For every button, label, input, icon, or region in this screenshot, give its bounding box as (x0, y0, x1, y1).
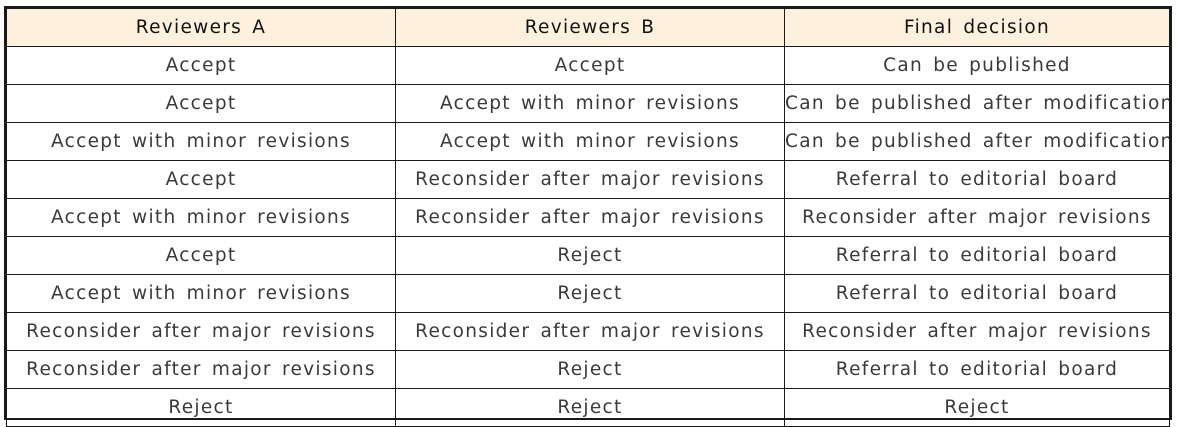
cell-reviewer-b: Accept with minor revisions (395, 84, 785, 123)
table-row: Reject Reject Reject (6, 388, 1170, 427)
table-body: Accept Accept Can be published Accept Ac… (6, 46, 1170, 427)
cell-reviewer-b: Reconsider after major revisions (395, 160, 785, 199)
cell-reviewer-a: Accept (6, 84, 396, 123)
cell-final-decision: Reconsider after major revisions (784, 198, 1170, 237)
review-decision-table: Reviewers A Reviewers B Final decision A… (6, 8, 1170, 427)
table-row: Accept Accept with minor revisions Can b… (6, 84, 1170, 123)
cell-reviewer-b: Reject (395, 388, 785, 427)
cell-final-decision: Can be published after modification (784, 84, 1170, 123)
table-row: Accept Accept Can be published (6, 46, 1170, 85)
cell-reviewer-b: Reconsider after major revisions (395, 312, 785, 351)
header-row: Reviewers A Reviewers B Final decision (6, 8, 1170, 47)
cell-final-decision: Referral to editorial board (784, 350, 1170, 389)
cell-reviewer-a: Accept (6, 160, 396, 199)
cell-final-decision: Referral to editorial board (784, 274, 1170, 313)
cell-final-decision: Referral to editorial board (784, 236, 1170, 275)
table-row: Accept Reconsider after major revisions … (6, 160, 1170, 199)
table-row: Accept with minor revisions Accept with … (6, 122, 1170, 161)
table-row: Accept with minor revisions Reconsider a… (6, 198, 1170, 237)
cell-reviewer-b: Reject (395, 350, 785, 389)
cell-reviewer-a: Reconsider after major revisions (6, 350, 396, 389)
table-header: Reviewers A Reviewers B Final decision (6, 8, 1170, 47)
cell-reviewer-b: Accept (395, 46, 785, 85)
table-row: Reconsider after major revisions Reject … (6, 350, 1170, 389)
cell-final-decision: Reject (784, 388, 1170, 427)
cell-reviewer-a: Accept (6, 46, 396, 85)
cell-final-decision: Reconsider after major revisions (784, 312, 1170, 351)
header-reviewers-b: Reviewers B (395, 8, 785, 47)
cell-reviewer-a: Accept with minor revisions (6, 274, 396, 313)
cell-final-decision: Can be published (784, 46, 1170, 85)
decision-table-container: Reviewers A Reviewers B Final decision A… (4, 6, 1172, 427)
table-row: Reconsider after major revisions Reconsi… (6, 312, 1170, 351)
cell-reviewer-b: Reject (395, 274, 785, 313)
header-final-decision: Final decision (784, 8, 1170, 47)
cell-final-decision: Can be published after modification (784, 122, 1170, 161)
table-row: Accept Reject Referral to editorial boar… (6, 236, 1170, 275)
cell-reviewer-b: Accept with minor revisions (395, 122, 785, 161)
cell-reviewer-a: Accept (6, 236, 396, 275)
cell-reviewer-a: Accept with minor revisions (6, 198, 396, 237)
table-row: Accept with minor revisions Reject Refer… (6, 274, 1170, 313)
cell-final-decision: Referral to editorial board (784, 160, 1170, 199)
cell-reviewer-a: Accept with minor revisions (6, 122, 396, 161)
cell-reviewer-a: Reconsider after major revisions (6, 312, 396, 351)
cell-reviewer-b: Reject (395, 236, 785, 275)
header-reviewers-a: Reviewers A (6, 8, 396, 47)
cell-reviewer-b: Reconsider after major revisions (395, 198, 785, 237)
cell-reviewer-a: Reject (6, 388, 396, 427)
